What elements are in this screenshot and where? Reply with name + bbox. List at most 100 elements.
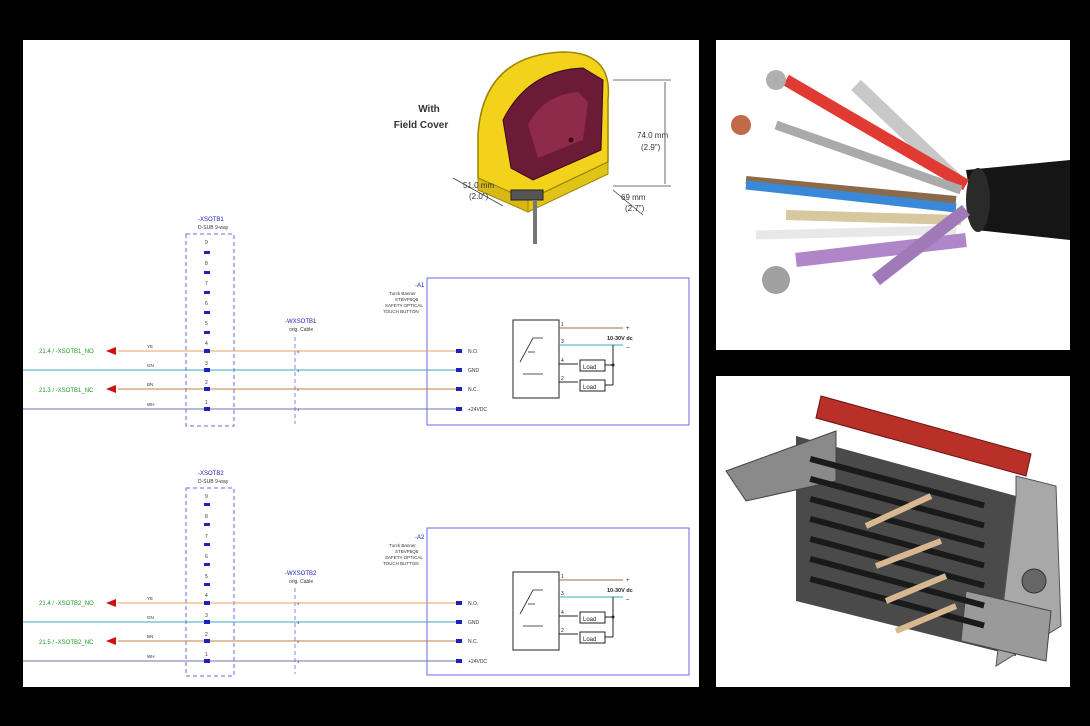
svg-text:Turck Banner: Turck Banner: [389, 543, 416, 548]
cable-desc: orig. Cable: [289, 579, 313, 585]
svg-text:3: 3: [297, 620, 300, 625]
svg-text:3: 3: [205, 613, 208, 619]
svg-text:4: 4: [297, 349, 300, 354]
svg-text:GN: GN: [147, 615, 154, 620]
svg-text:6: 6: [205, 554, 208, 560]
svg-text:1: 1: [297, 659, 300, 664]
svg-text:7: 7: [205, 534, 208, 540]
svg-text:4: 4: [297, 601, 300, 606]
svg-text:WH: WH: [147, 402, 155, 407]
connector-tag: -XSOTB1: [198, 217, 224, 223]
svg-text:10-30V dc: 10-30V dc: [607, 588, 633, 594]
sensor-drawing: With Field Cover 74.0 mm (2.9") 51.0 mm …: [394, 51, 671, 244]
svg-text:STBVP6Q5: STBVP6Q5: [395, 297, 419, 302]
connector-desc: D-SUB 9-way: [198, 479, 229, 485]
ref-no-2: 21.4 / -XSOTB2_NO: [39, 601, 94, 607]
svg-text:STBVP6Q5: STBVP6Q5: [395, 549, 419, 554]
svg-text:Load: Load: [583, 617, 596, 623]
svg-text:4: 4: [561, 358, 564, 364]
svg-text:2: 2: [205, 632, 208, 638]
unused-pins: 9 8 7 6 5: [204, 494, 210, 586]
svg-text:1: 1: [561, 574, 564, 580]
svg-text:1: 1: [297, 407, 300, 412]
multipin-connector-photo: [716, 376, 1070, 687]
svg-text:4: 4: [205, 593, 208, 599]
ref-nc-1: 21.3 / -XSOTB1_NC: [39, 388, 94, 394]
svg-text:1: 1: [205, 652, 208, 658]
svg-text:4: 4: [561, 610, 564, 616]
device-tag: -A2: [415, 535, 425, 541]
svg-text:WH: WH: [147, 654, 155, 659]
svg-text:+: +: [626, 578, 630, 584]
svg-text:N.C.: N.C.: [468, 639, 478, 645]
svg-text:YE: YE: [147, 344, 153, 349]
svg-text:2: 2: [561, 628, 564, 634]
svg-text:–: –: [626, 597, 630, 603]
unused-pins: 9 8 7 6 5: [204, 240, 210, 334]
depth-dimension-mm: 69 mm: [621, 193, 646, 202]
svg-text:N.O.: N.O.: [468, 601, 478, 607]
width-dimension-in: (2.0"): [469, 192, 489, 201]
wiring-schematic-panel: With Field Cover 74.0 mm (2.9") 51.0 mm …: [23, 40, 699, 687]
field-cover-caption-line1: With: [418, 104, 440, 115]
cable-desc: orig. Cable: [289, 327, 313, 333]
svg-text:7: 7: [205, 281, 208, 287]
svg-text:N.C.: N.C.: [468, 387, 478, 393]
svg-text:8: 8: [205, 514, 208, 520]
svg-text:YE: YE: [147, 596, 153, 601]
svg-text:GND: GND: [468, 620, 480, 626]
svg-text:Load: Load: [583, 385, 596, 391]
svg-text:SAFETY OPTICAL: SAFETY OPTICAL: [385, 303, 423, 308]
svg-text:GND: GND: [468, 368, 480, 374]
svg-text:+: +: [626, 326, 630, 332]
svg-text:3: 3: [297, 368, 300, 373]
svg-text:1: 1: [561, 322, 564, 328]
svg-text:1: 1: [205, 400, 208, 406]
ref-no-1: 21.4 / -XSOTB1_NO: [39, 349, 94, 355]
svg-text:9: 9: [205, 494, 208, 500]
multicore-cable-photo: [716, 40, 1070, 350]
cable-tag: -WXSOTB2: [285, 571, 317, 577]
svg-text:2: 2: [297, 387, 300, 392]
circuit-block-1: -XSOTB1 D-SUB 9-way 9 8 7 6 5 -WXSOTB1 o…: [23, 217, 690, 427]
svg-text:3: 3: [205, 361, 208, 367]
svg-text:Turck Banner: Turck Banner: [389, 291, 416, 296]
svg-text:3: 3: [561, 591, 564, 597]
svg-text:10-30V dc: 10-30V dc: [607, 336, 633, 342]
svg-text:2: 2: [205, 380, 208, 386]
svg-text:SAFETY OPTICAL: SAFETY OPTICAL: [385, 555, 423, 560]
svg-text:8: 8: [205, 261, 208, 267]
device-tag: -A1: [415, 283, 425, 289]
svg-text:BN: BN: [147, 634, 153, 639]
svg-text:2: 2: [561, 376, 564, 382]
svg-text:5: 5: [205, 321, 208, 327]
svg-text:4: 4: [205, 341, 208, 347]
svg-text:9: 9: [205, 240, 208, 246]
svg-text:2: 2: [297, 639, 300, 644]
height-dimension-in: (2.9"): [641, 143, 661, 152]
svg-text:BN: BN: [147, 382, 153, 387]
connector-tag: -XSOTB2: [198, 471, 224, 477]
height-dimension-mm: 74.0 mm: [637, 131, 668, 140]
svg-text:Load: Load: [583, 637, 596, 643]
ref-nc-2: 21.5 / -XSOTB2_NC: [39, 640, 94, 646]
schematic-svg: With Field Cover 74.0 mm (2.9") 51.0 mm …: [23, 51, 690, 677]
cable-tag: -WXSOTB1: [285, 319, 317, 325]
circuit-block-2: -XSOTB2 D-SUB 9-way 9 8 7 6 5 -WXSOTB2 o…: [23, 471, 690, 677]
svg-text:3: 3: [561, 339, 564, 345]
svg-text:TOUCH BUTTON: TOUCH BUTTON: [383, 309, 419, 314]
gold-contacts: [864, 493, 958, 634]
svg-text:6: 6: [205, 301, 208, 307]
svg-text:–: –: [626, 345, 630, 351]
width-dimension-mm: 51.0 mm: [463, 181, 494, 190]
svg-text:TOUCH BUTTON: TOUCH BUTTON: [383, 561, 419, 566]
connector-desc: D-SUB 9-way: [198, 225, 229, 231]
svg-text:N.O.: N.O.: [468, 349, 478, 355]
svg-text:+24VDC: +24VDC: [468, 407, 487, 413]
svg-text:GN: GN: [147, 363, 154, 368]
svg-text:Load: Load: [583, 365, 596, 371]
depth-dimension-in: (2.7"): [625, 204, 645, 213]
field-cover-caption-line2: Field Cover: [394, 120, 449, 131]
svg-text:5: 5: [205, 574, 208, 580]
svg-text:+24VDC: +24VDC: [468, 659, 487, 665]
